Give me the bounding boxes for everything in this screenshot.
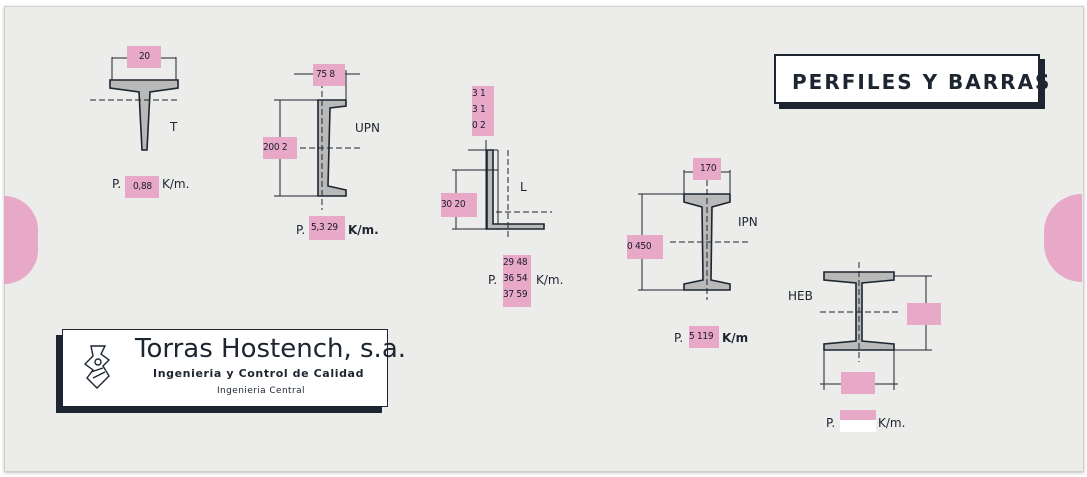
t-profile-label: T	[170, 120, 178, 134]
upn-weight-window	[309, 216, 345, 240]
upn-flange-value: 75 8	[316, 70, 335, 80]
ipn-weight-value: 5 119	[689, 332, 714, 342]
l-dim-top-1: 3 1	[472, 89, 486, 99]
l-weight-value-2: 36 54	[503, 274, 528, 284]
t-weight-value: 0,88	[133, 182, 152, 192]
company-department: Ingenieria Central	[217, 386, 305, 396]
company-tagline: Ingenieria y Control de Calidad	[153, 367, 365, 380]
l-weight-value-1: 29 48	[503, 258, 528, 268]
heb-weight-prefix: P.	[826, 416, 836, 430]
company-logo-icon	[83, 345, 111, 389]
title-banner: PERFILES Y BARRAS	[774, 54, 1049, 104]
l-dim-top-3: 0 2	[472, 121, 486, 131]
t-profile-drawing	[90, 57, 180, 151]
l-profile-drawing	[452, 140, 552, 240]
l-dim-top-2: 3 1	[472, 105, 486, 115]
upn-weight-value: 5,3 29	[311, 223, 338, 233]
t-weight-prefix: P.	[112, 177, 122, 191]
l-weight-window	[503, 255, 531, 307]
t-weight-window	[125, 176, 159, 198]
company-name: Torras Hostench, s.a.	[135, 334, 407, 364]
l-weight-unit: K/m.	[536, 273, 564, 287]
upn-weight-prefix: P.	[296, 223, 306, 237]
heb-weight-blank	[840, 420, 876, 432]
ipn-profile-drawing	[638, 170, 750, 300]
ipn-width-value: 170	[700, 164, 717, 174]
upn-profile-label: UPN	[355, 121, 380, 135]
t-width-value: 20	[139, 52, 150, 62]
company-logo-box: Torras Hostench, s.a. Ingenieria y Contr…	[62, 329, 406, 407]
heb-weight-unit: K/m.	[878, 416, 906, 430]
heb-height-window	[907, 303, 941, 325]
upn-flange-window	[313, 64, 345, 86]
l-weight-prefix: P.	[488, 273, 498, 287]
heb-profile-drawing	[820, 262, 932, 390]
l-side-window	[441, 193, 477, 217]
upn-weight-unit: K/m.	[348, 223, 379, 237]
l-weight-value-3: 37 59	[503, 290, 528, 300]
ipn-weight-prefix: P.	[674, 331, 684, 345]
heb-width-window	[841, 372, 875, 394]
t-width-window	[127, 46, 161, 68]
upn-height-value: 200 2	[263, 143, 288, 153]
l-profile-label: L	[520, 180, 527, 194]
ipn-weight-unit: K/m	[722, 331, 749, 345]
ipn-height-value: 0 450	[627, 242, 652, 252]
page-title: PERFILES Y BARRAS	[792, 70, 1052, 94]
ipn-weight-window	[689, 326, 719, 348]
upn-height-window	[263, 137, 297, 159]
l-side-value: 30 20	[441, 200, 466, 210]
l-dim-window	[472, 86, 494, 136]
ipn-profile-label: IPN	[738, 215, 758, 229]
ipn-width-window	[693, 158, 721, 180]
ipn-height-window	[627, 235, 663, 259]
heb-profile-label: HEB	[788, 289, 813, 303]
t-weight-unit: K/m.	[162, 177, 190, 191]
